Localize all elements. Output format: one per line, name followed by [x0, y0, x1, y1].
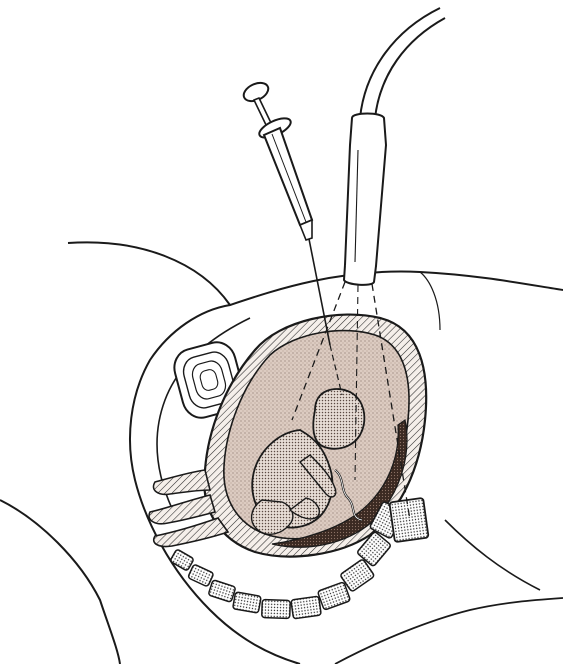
ultrasound-cable: [360, 8, 440, 118]
abdominal-wall: [420, 272, 440, 330]
ultrasound-transducer: [344, 114, 386, 285]
right-thigh-contour: [445, 520, 540, 590]
pelvis-outline: [0, 500, 120, 664]
ultrasound-cable-inner: [375, 18, 445, 118]
lower-body-contour: [335, 598, 563, 664]
